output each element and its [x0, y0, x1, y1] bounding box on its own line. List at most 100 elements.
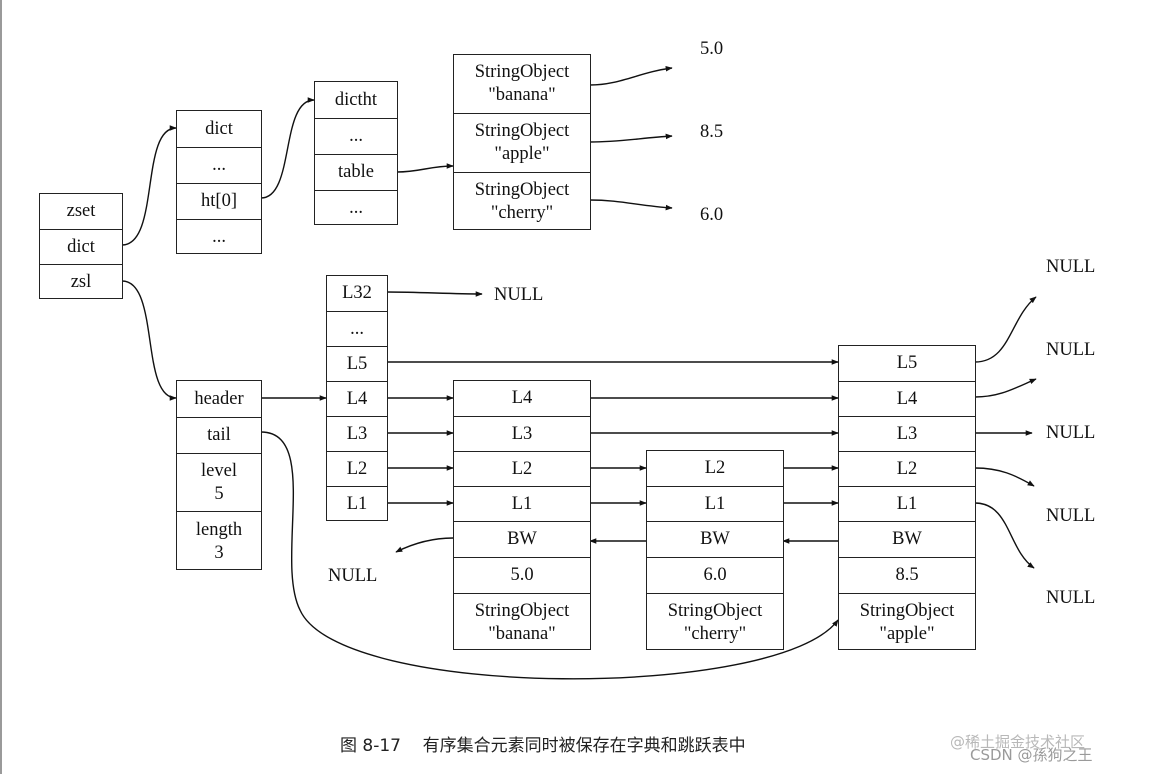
watermark: @稀土掘金技术社区 CSDN @孫狗之王: [950, 733, 1093, 765]
null-apple-l1: NULL: [1046, 588, 1096, 608]
arrow-table-entries: [396, 163, 454, 173]
node-cherry: L2 L1 BW 6.0 StringObject "cherry": [646, 450, 784, 650]
null-apple-l5: NULL: [1046, 257, 1096, 277]
score-apple: 8.5: [700, 122, 724, 142]
zsl-header-field: header: [194, 388, 244, 409]
figure-caption: 图 8-17 有序集合元素同时被保存在字典和跳跃表中: [340, 736, 746, 756]
cherry-level-l2: L2: [704, 458, 726, 478]
entry-apple-value: "apple": [494, 144, 550, 164]
arrow-zset-zsl: [121, 280, 177, 401]
zsl-level-label: level: [201, 460, 237, 481]
dict-ht0-field: ht[0]: [177, 183, 261, 219]
entry-cherry-value: "cherry": [490, 203, 554, 223]
null-apple-l2: NULL: [1046, 506, 1096, 526]
header-level-l1: L1: [327, 486, 387, 522]
zset-label: zset: [66, 201, 96, 221]
apple-level-l4: L4: [839, 381, 975, 416]
dict-struct: dict ... ht[0] ...: [176, 110, 262, 254]
apple-object-type: StringObject: [859, 600, 955, 621]
dict-ellipsis-2: ...: [177, 219, 261, 255]
dictht-ellipsis-1: ...: [315, 118, 397, 154]
apple-object-value: "apple": [879, 623, 935, 644]
dictht-struct: dictht ... table ...: [314, 81, 398, 225]
cherry-level-l1: L1: [647, 486, 783, 521]
arrow-l32-null: [386, 291, 483, 297]
zsl-tail-field: tail: [177, 417, 261, 453]
entry-banana-value: "banana": [488, 85, 556, 105]
apple-object: StringObject "apple": [839, 593, 975, 651]
arrow-banana-score: [589, 66, 673, 86]
zsl-length-field: length 3: [177, 511, 261, 571]
arrow-apple-l4-null: [974, 378, 1037, 398]
dictht-table-field: table: [315, 154, 397, 190]
score-banana: 5.0: [700, 39, 724, 59]
header-level-l4: L4: [327, 381, 387, 416]
cherry-backward: BW: [647, 521, 783, 557]
null-apple-l3: NULL: [1046, 423, 1096, 443]
banana-level-l4: L4: [511, 388, 533, 408]
arrow-zset-dict: [121, 125, 177, 246]
node-apple: L5 L4 L3 L2 L1 BW 8.5 StringObject "appl…: [838, 345, 976, 650]
header-level-l2: L2: [327, 451, 387, 486]
header-level-ellipsis: ...: [327, 311, 387, 346]
header-level-l32: L32: [342, 283, 372, 303]
cherry-object-value: "cherry": [683, 623, 747, 644]
table-entry-apple: StringObject "apple": [454, 113, 590, 172]
watermark-csdn: CSDN @孫狗之王: [970, 746, 1093, 764]
cherry-object: StringObject "cherry": [647, 593, 783, 651]
arrow-dict-dictht: [260, 97, 315, 199]
banana-backward: BW: [454, 521, 590, 557]
table-entry-cherry: StringObject "cherry": [454, 172, 590, 231]
entry-apple-type: StringObject: [474, 121, 570, 141]
zsl-level-field: level 5: [177, 453, 261, 511]
zskiplist-struct: header tail level 5 length 3: [176, 380, 262, 570]
zset-zsl-field: zsl: [40, 264, 122, 300]
table-entry-banana: StringObject "banana": [454, 55, 590, 113]
arrow-apple-score: [589, 133, 673, 143]
arrow-apple-l2-null: [974, 467, 1035, 487]
apple-level-l3: L3: [839, 416, 975, 451]
node-banana: L4 L3 L2 L1 BW 5.0 StringObject "banana": [453, 380, 591, 650]
banana-object: StringObject "banana": [454, 593, 590, 651]
banana-level-l1: L1: [454, 486, 590, 521]
header-level-l5: L5: [327, 346, 387, 381]
banana-score: 5.0: [454, 557, 590, 593]
cherry-score: 6.0: [647, 557, 783, 593]
zsl-level-value: 5: [214, 483, 224, 504]
banana-level-l3: L3: [454, 416, 590, 451]
watermark-juejin: @稀土掘金技术社区: [950, 733, 1086, 751]
banana-object-type: StringObject: [474, 600, 570, 621]
banana-level-l2: L2: [454, 451, 590, 486]
zsl-length-label: length: [195, 519, 243, 540]
apple-score: 8.5: [839, 557, 975, 593]
score-cherry: 6.0: [700, 205, 724, 225]
apple-level-l5: L5: [896, 353, 918, 373]
header-level-l3: L3: [327, 416, 387, 451]
dict-label: dict: [205, 118, 233, 139]
apple-backward: BW: [839, 521, 975, 557]
cherry-object-type: StringObject: [667, 600, 763, 621]
null-backward: NULL: [328, 566, 378, 586]
header-node-levels: L32 ... L5 L4 L3 L2 L1: [326, 275, 388, 521]
null-l32: NULL: [494, 285, 544, 305]
apple-level-l1: L1: [839, 486, 975, 521]
dictht-label: dictht: [334, 89, 378, 110]
zset-dict-field: dict: [40, 229, 122, 264]
entry-cherry-type: StringObject: [474, 180, 570, 200]
arrow-apple-l5-null: [974, 296, 1037, 363]
arrow-cherry-score: [589, 199, 673, 211]
dictht-ellipsis-2: ...: [315, 190, 397, 226]
left-border: [0, 0, 2, 774]
arrow-tail-apple: [260, 431, 839, 680]
arrow-banana-bw-null: [395, 537, 454, 553]
dict-ellipsis-1: ...: [177, 147, 261, 183]
table-entries: StringObject "banana" StringObject "appl…: [453, 54, 591, 230]
banana-object-value: "banana": [488, 623, 556, 644]
zset-struct: zset dict zsl: [39, 193, 123, 299]
zsl-length-value: 3: [214, 542, 224, 563]
null-apple-l4: NULL: [1046, 340, 1096, 360]
arrow-apple-l1-null: [974, 502, 1035, 569]
apple-level-l2: L2: [839, 451, 975, 486]
